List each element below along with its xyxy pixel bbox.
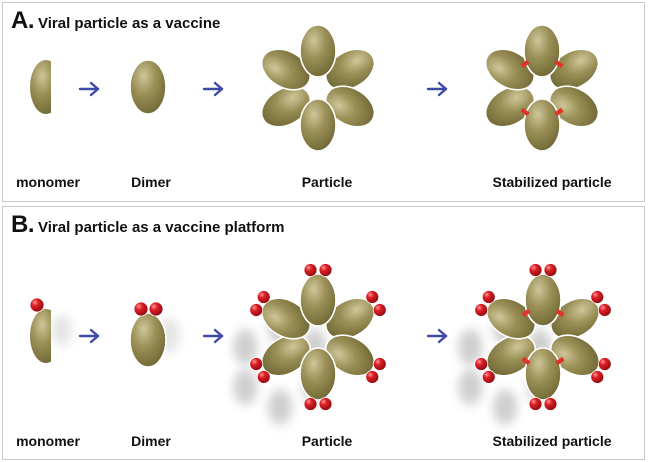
capsid-subunit xyxy=(324,85,376,128)
capsid-subunit xyxy=(548,85,600,128)
antigen-sphere-icon xyxy=(597,303,612,317)
dimer-icon xyxy=(129,301,180,368)
capsid-subunit xyxy=(484,48,536,91)
antigen-sphere-icon xyxy=(133,301,149,317)
dimer-icon xyxy=(129,59,167,115)
antigen-sphere-icon xyxy=(318,397,333,411)
capsid-subunit xyxy=(299,273,337,327)
capsid-subunit xyxy=(324,334,376,377)
antigen-sphere-icon xyxy=(256,370,271,384)
capsid-subunit xyxy=(523,98,561,152)
antigen-sphere-icon xyxy=(249,357,264,371)
capsid-subunit xyxy=(324,297,376,340)
capsid-subunit xyxy=(324,48,376,91)
antigen-sphere-icon xyxy=(148,301,164,317)
panel-a-title: Viral particle as a vaccine xyxy=(38,15,221,32)
arrow-right-icon xyxy=(426,81,448,97)
antigen-sphere-icon xyxy=(318,263,333,277)
capsid-subunit xyxy=(299,98,337,152)
monomer-icon xyxy=(29,297,72,363)
stabilizer-link xyxy=(521,356,531,366)
label-particle-b: Particle xyxy=(301,433,353,449)
capsid-subunit xyxy=(549,334,601,377)
capsid-subunit xyxy=(549,297,601,340)
antigen-sphere-icon xyxy=(365,370,380,384)
antigen-sphere-icon xyxy=(372,303,387,317)
label-stabilized-particle-a: Stabilized particle xyxy=(492,174,612,190)
stabilized-particle-icon xyxy=(474,263,612,411)
panel-a-letter: A. xyxy=(11,7,35,34)
particle-icon xyxy=(249,263,387,411)
antigen-sphere-icon xyxy=(543,263,558,277)
antigen-sphere-icon xyxy=(528,263,543,277)
capsid-subunit xyxy=(260,334,312,377)
antigen-sphere-icon xyxy=(474,357,489,371)
antigen-sphere-icon xyxy=(590,290,605,304)
antigen-sphere-icon xyxy=(543,397,558,411)
stabilizer-link xyxy=(554,107,564,117)
stabilizer-link xyxy=(520,107,530,117)
label-dimer-b: Dimer xyxy=(131,433,171,449)
label-stabilized-particle-b: Stabilized particle xyxy=(492,433,612,449)
capsid-subunit xyxy=(260,85,312,128)
panel-b-letter: B. xyxy=(11,211,35,238)
antigen-sphere-icon xyxy=(365,290,380,304)
antigen-sphere-icon xyxy=(303,397,318,411)
label-monomer-b: monomer xyxy=(16,433,80,449)
stabilizer-link xyxy=(555,356,565,366)
label-dimer-a: Dimer xyxy=(131,174,171,190)
capsid-subunit xyxy=(524,347,562,401)
stabilizer-link xyxy=(554,59,564,69)
capsid-subunit xyxy=(548,48,600,91)
panel-b-title: Viral particle as a vaccine platform xyxy=(38,219,285,236)
monomer-icon xyxy=(30,60,51,114)
stabilizer-link xyxy=(521,308,531,318)
capsid-subunit xyxy=(484,85,536,128)
antigen-sphere-icon xyxy=(249,303,264,317)
particle-icon xyxy=(260,24,376,152)
dimer-oval xyxy=(129,312,167,368)
panel-b-heading: B.Viral particle as a vaccine platform xyxy=(11,211,285,239)
capsid-subunit xyxy=(524,273,562,327)
stabilized-particle-icon xyxy=(484,24,600,152)
arrow-right-icon xyxy=(78,81,100,97)
capsid-subunit xyxy=(299,24,337,78)
antigen-sphere-icon xyxy=(597,357,612,371)
arrow-right-icon xyxy=(78,328,100,344)
antigen-sphere-icon xyxy=(474,303,489,317)
label-monomer-a: monomer xyxy=(16,174,80,190)
label-particle-a: Particle xyxy=(301,174,353,190)
capsid-subunit xyxy=(523,24,561,78)
capsid-subunit xyxy=(485,297,537,340)
antigen-sphere-icon xyxy=(590,370,605,384)
antigen-sphere-icon xyxy=(29,297,45,313)
capsid-subunit xyxy=(485,334,537,377)
stabilizer-link xyxy=(555,308,565,318)
panel-a-heading: A.Viral particle as a vaccine xyxy=(11,7,220,35)
arrow-right-icon xyxy=(426,328,448,344)
antigen-sphere-icon xyxy=(481,370,496,384)
capsid-subunit xyxy=(299,347,337,401)
dimer-oval xyxy=(129,59,167,115)
antigen-sphere-icon xyxy=(303,263,318,277)
arrow-right-icon xyxy=(202,328,224,344)
arrow-right-icon xyxy=(202,81,224,97)
capsid-subunit xyxy=(260,297,312,340)
antigen-sphere-icon xyxy=(481,290,496,304)
stabilizer-link xyxy=(520,59,530,69)
antigen-sphere-icon xyxy=(256,290,271,304)
antigen-sphere-icon xyxy=(372,357,387,371)
antigen-sphere-icon xyxy=(528,397,543,411)
